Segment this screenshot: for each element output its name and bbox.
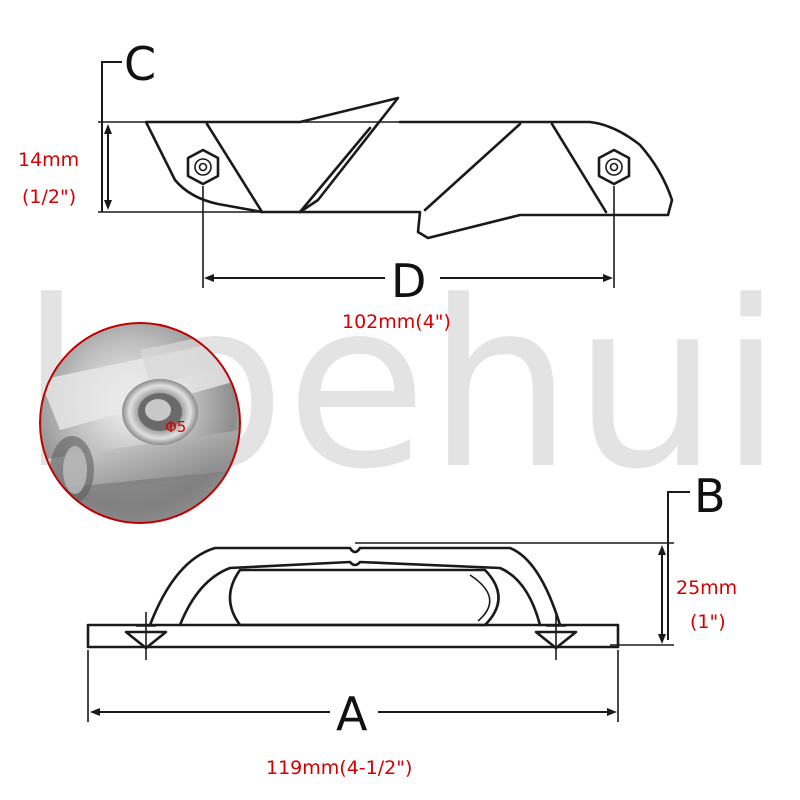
b-arrowhead-up [658,545,666,555]
a-arrowhead-right [607,708,617,716]
top-view: C 14mm (1/2") [18,37,674,333]
arch-inner [178,560,542,627]
b-arrowhead-down [658,634,666,644]
hole-diameter-label: Φ5 [165,418,186,436]
c-arrowhead-down [104,200,112,210]
side-view: B 25mm (1") A 1 [86,469,737,779]
arch-outer [148,546,562,627]
left-screw-icon [124,612,168,660]
d-arrowhead-left [204,274,214,282]
c-letter: C [124,37,156,91]
right-screw-icon [534,612,578,660]
d-letter: D [391,254,426,308]
b-mm-label: 25mm [676,577,737,599]
groove-1 [205,122,264,214]
a-letter: A [336,687,368,741]
c-in-label: (1/2") [22,186,76,208]
c-mm-label: 14mm [18,149,79,171]
c-arrowhead-up [104,124,112,134]
base-plate [86,623,620,649]
slot-shadow [469,574,491,622]
d-arrowhead-right [603,274,613,282]
center-slot [228,568,500,627]
d-length-label: 102mm(4") [342,311,451,333]
b-letter: B [694,469,726,523]
groove-4 [298,126,372,214]
detail-circle-border [39,322,241,524]
c-bracket-line [101,61,122,212]
right-hole-icon [597,148,631,186]
groove-3 [550,122,608,214]
b-bracket-line [667,491,690,640]
top-part-right [298,120,674,240]
a-length-label: 119mm(4-1/2") [266,757,412,779]
top-part-left [144,96,400,214]
left-hole-icon [186,148,220,186]
a-arrowhead-left [90,708,100,716]
groove-2 [423,122,522,212]
b-in-label: (1") [690,611,726,633]
